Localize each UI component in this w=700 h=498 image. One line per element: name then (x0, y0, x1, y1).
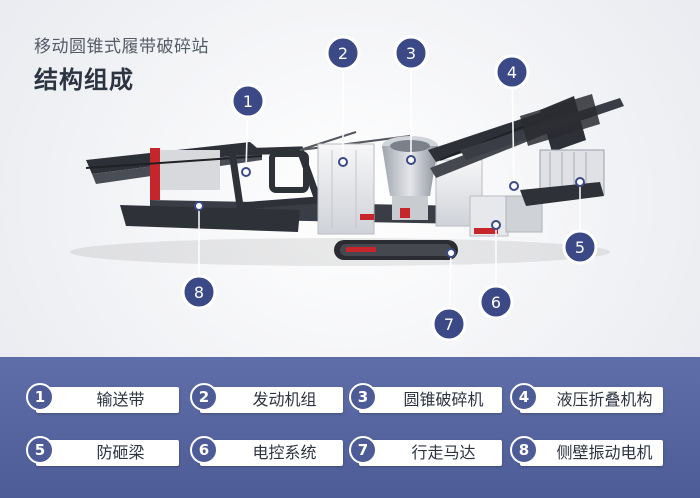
leader-line-4 (511, 71, 515, 187)
anchor-dot-6 (491, 220, 501, 230)
legend-label-3: 圆锥破碎机 (403, 390, 484, 409)
legend-item-2[interactable]: 发动机组 2 (190, 383, 347, 415)
legend-number-2: 2 (190, 383, 218, 411)
callout-number-8: 8 (194, 283, 204, 302)
legend-item-6[interactable]: 电控系统 6 (190, 436, 347, 468)
cone-crusher (382, 136, 438, 220)
callout-marker-1[interactable]: 1 (230, 83, 266, 119)
callout-marker-2[interactable]: 2 (325, 35, 361, 71)
legend-item-3[interactable]: 圆锥破碎机 3 (349, 383, 506, 415)
legend-item-5[interactable]: 防砸梁 5 (26, 436, 183, 468)
legend-label-box: 输送带 (36, 387, 179, 413)
callout-marker-7[interactable]: 7 (431, 306, 467, 342)
legend-label-box: 电控系统 (200, 440, 343, 466)
legend-number-1: 1 (26, 383, 54, 411)
callout-number-7: 7 (444, 315, 454, 334)
callout-number-1: 1 (243, 92, 253, 111)
legend-label-box: 发动机组 (200, 387, 343, 413)
callout-number-2: 2 (338, 44, 348, 63)
anchor-dot-5 (575, 177, 585, 187)
callout-number-4: 4 (507, 63, 517, 82)
legend-label-box: 防砸梁 (36, 440, 179, 466)
legend-panel: 输送带 1 发动机组 2 圆锥破碎机 3 液压折叠机构 4 防砸梁 5 电控系统… (0, 357, 700, 498)
anchor-dots (194, 155, 585, 258)
legend-item-1[interactable]: 输送带 1 (26, 383, 183, 415)
leader-lines (198, 53, 581, 325)
diagram-subtitle: 移动圆锥式履带破碎站 (34, 37, 209, 57)
anchor-dot-4 (509, 181, 519, 191)
anchor-dot-1 (241, 167, 251, 177)
legend-number-4: 4 (510, 383, 538, 411)
callout-number-6: 6 (491, 293, 501, 312)
legend-label-box: 侧壁振动电机 (520, 440, 663, 466)
main-chassis (120, 200, 470, 232)
anchor-dot-8 (194, 201, 204, 211)
machine-diagram: 1 2 3 4 5 6 7 8 (70, 35, 624, 342)
legend-label-box: 行走马达 (359, 440, 502, 466)
engine-unit (317, 143, 375, 235)
legend-label-7: 行走马达 (411, 443, 476, 462)
legend-label-6: 电控系统 (252, 443, 317, 462)
anchor-dot-7 (446, 248, 456, 258)
anchor-dot-3 (406, 155, 416, 165)
screen-module (520, 149, 605, 206)
callout-marker-3[interactable]: 3 (393, 35, 429, 71)
diagram-title: 结构组成 (34, 66, 134, 94)
callout-marker-8[interactable]: 8 (181, 274, 217, 310)
callout-marker-6[interactable]: 6 (478, 284, 514, 320)
legend-item-8[interactable]: 侧壁振动电机 8 (510, 436, 667, 468)
legend-label-1: 输送带 (96, 390, 145, 409)
legend-number-5: 5 (26, 436, 54, 464)
legend-label-8: 侧壁振动电机 (556, 443, 653, 462)
folding-arm (460, 94, 624, 160)
legend-item-7[interactable]: 行走马达 7 (349, 436, 506, 468)
legend-label-5: 防砸梁 (96, 443, 145, 462)
feed-conveyor (85, 142, 263, 200)
right-module (435, 159, 543, 237)
callout-number-3: 3 (406, 44, 416, 63)
callout-number-5: 5 (575, 238, 585, 257)
legend-number-3: 3 (349, 383, 377, 411)
legend-label-4: 液压折叠机构 (556, 390, 653, 409)
callout-marker-5[interactable]: 5 (562, 229, 598, 265)
anchor-dot-2 (338, 157, 348, 167)
legend-item-4[interactable]: 液压折叠机构 4 (510, 383, 667, 415)
legend-number-6: 6 (190, 436, 218, 464)
legend-label-2: 发动机组 (252, 390, 317, 409)
crawler-track (334, 240, 458, 260)
callout-marker-4[interactable]: 4 (494, 54, 530, 90)
legend-label-box: 圆锥破碎机 (359, 387, 502, 413)
legend-number-8: 8 (510, 436, 538, 464)
legend-label-box: 液压折叠机构 (520, 387, 663, 413)
legend-number-7: 7 (349, 436, 377, 464)
